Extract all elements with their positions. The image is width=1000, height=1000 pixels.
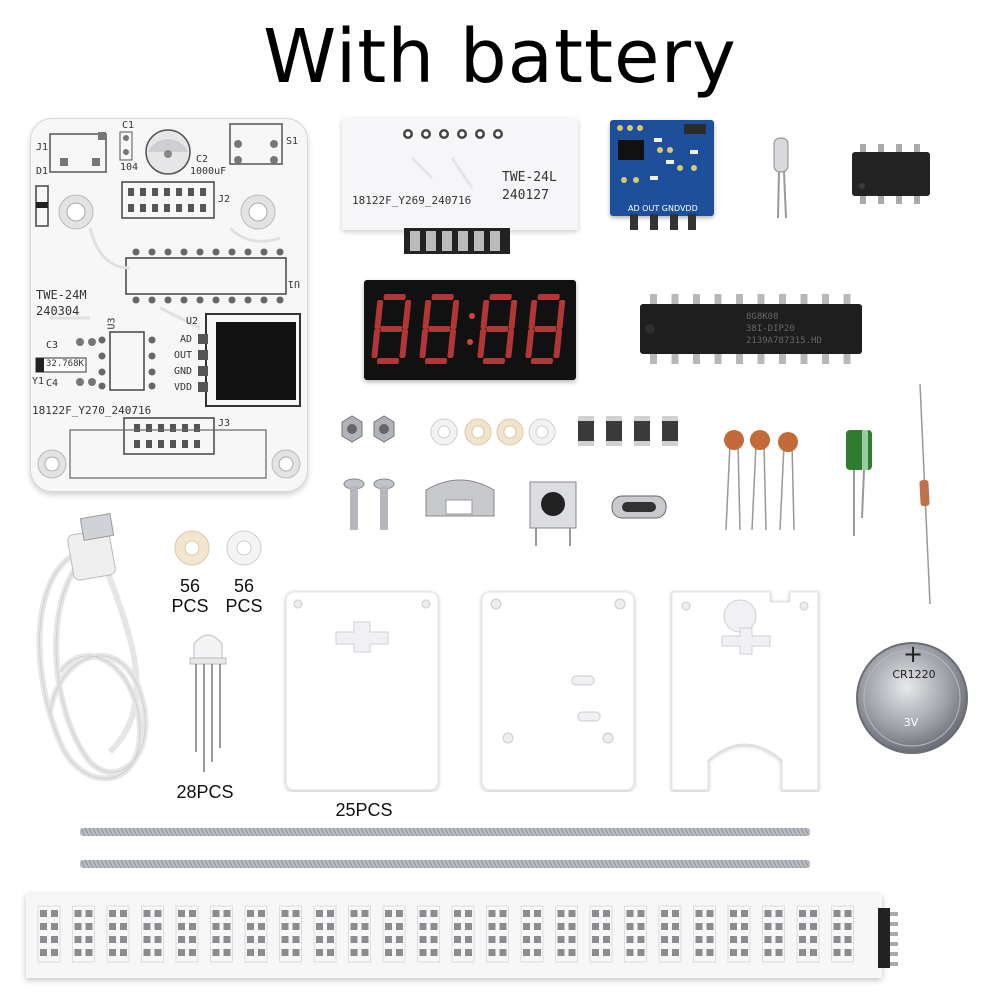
- pcb-label-u3: U3: [106, 317, 118, 330]
- small-pcb-code: 18122F_Y269_240716: [352, 194, 472, 207]
- display-digits: [371, 294, 566, 364]
- spacer-washers: [174, 530, 262, 566]
- led-pad-group: [451, 905, 475, 963]
- small-pcb-pin-header: [404, 228, 510, 254]
- led-pad-group: [313, 905, 337, 963]
- dip20-marking-1: 8G8K08: [746, 312, 779, 322]
- acrylic-panels: [285, 591, 819, 791]
- led-pad-group: [486, 905, 509, 963]
- digit-4: [525, 294, 566, 364]
- led-pad-group: [417, 905, 440, 963]
- usb-cable: [36, 512, 149, 782]
- small-pcb-date: 240127: [502, 188, 549, 203]
- acrylic-quantity: 25PCS: [335, 800, 393, 820]
- led-pad-group: [382, 905, 406, 963]
- led-pad-group: [762, 905, 785, 963]
- digit-2: [419, 294, 460, 364]
- pcb-pin-out: OUT: [174, 350, 193, 361]
- crystal-oscillator: [773, 137, 789, 219]
- sensor-pin-labels: AD OUT GNDVDD: [628, 204, 698, 213]
- pcb-footer-code: 18122F_Y270_240716: [32, 404, 152, 417]
- main-pcb-traces: [35, 123, 301, 479]
- digit-3: [477, 294, 518, 364]
- page-title: With battery: [263, 14, 737, 100]
- resistor: [919, 383, 931, 605]
- led-pad-group: [624, 905, 647, 963]
- small-pcb-model: TWE-24L: [502, 170, 557, 185]
- threaded-rods: [80, 828, 810, 868]
- led-pad-group: [37, 905, 61, 963]
- dip20-marking-3: 2139A787315.HD: [746, 336, 822, 346]
- pcb-crystal: 32.768K: [46, 359, 84, 369]
- led-pad-group: [831, 905, 854, 963]
- pcb-label-u2: U2: [186, 316, 199, 327]
- seven-segment-display: [364, 280, 576, 380]
- pcb-label-c3: C3: [46, 340, 59, 351]
- sensor-module-pins: [630, 214, 696, 230]
- pcb-label-104: 104: [120, 162, 139, 173]
- led-pad-group: [348, 905, 371, 963]
- battery-model: CR1220: [892, 668, 936, 681]
- ceramic-capacitors: [724, 430, 798, 531]
- hex-nuts: [341, 415, 395, 443]
- led-pad-group: [244, 905, 268, 963]
- colon-dot-bottom: [467, 339, 473, 345]
- battery-polarity: +: [902, 640, 924, 668]
- led-pad-group: [796, 905, 820, 963]
- dip20-chip: [640, 294, 862, 364]
- pcb-pin-gnd: GND: [174, 366, 193, 377]
- pcb-label-j2: J2: [218, 194, 231, 205]
- pcb-label-j3: J3: [218, 418, 231, 429]
- led-pad-group: [106, 905, 130, 963]
- pcb-model: TWE-24M: [36, 288, 87, 302]
- led-pad-group: [658, 905, 682, 963]
- led-pad-group: [141, 905, 164, 963]
- led-pad-group: [555, 905, 578, 963]
- pcb-label-1000uf: 1000uF: [190, 166, 227, 177]
- pcb-label-s1: S1: [286, 136, 299, 147]
- pcb-label-u1: U1: [288, 278, 301, 289]
- spacer-a-quantity: 56 PCS: [171, 576, 209, 616]
- led-pad-group: [210, 905, 233, 963]
- pcb-date: 240304: [36, 304, 80, 318]
- battery-voltage: 3V: [903, 716, 919, 729]
- electrolytic-capacitor: [846, 430, 872, 536]
- led-pad-group: [279, 905, 302, 963]
- led-strip-connector: [878, 908, 898, 968]
- led-strip-pcb: [26, 894, 882, 978]
- led-pad-group: [175, 905, 199, 963]
- pcb-label-d1: D1: [36, 166, 49, 177]
- led-quantity: 28PCS: [176, 782, 234, 802]
- sensor-module: AD OUT GNDVDD: [610, 120, 714, 216]
- led-pad-group: [589, 905, 613, 963]
- small-pcb: TWE-24L 240127 18122F_Y269_240716: [342, 118, 578, 230]
- led-pad-group: [520, 905, 544, 963]
- digit-1: [371, 294, 412, 364]
- led-strip-pads: [37, 905, 854, 963]
- dip8-chip: [852, 144, 930, 204]
- pcb-label-c1: C1: [122, 120, 135, 131]
- pcb-label-c4: C4: [46, 378, 59, 389]
- pcb-label-y1: Y1: [32, 376, 45, 387]
- led-pad-group: [693, 905, 716, 963]
- rgb-led: [189, 634, 227, 772]
- main-pcb: J1 D1 C1 104 C2 1000uF S1 J2 U1 TWE-24M …: [30, 118, 308, 492]
- pcb-pin-ad: AD: [180, 334, 193, 345]
- coin-battery: [856, 642, 968, 754]
- led-pad-group: [72, 905, 95, 963]
- dip20-marking-2: 38I-DIP20: [746, 324, 795, 334]
- pcb-label-c2: C2: [196, 154, 209, 165]
- pcb-pin-vdd: VDD: [174, 382, 193, 393]
- spacer-b-quantity: 56 PCS: [225, 576, 263, 616]
- colon-dot-top: [469, 313, 475, 319]
- hardware-parts: [341, 415, 678, 546]
- pcb-label-j1: J1: [36, 142, 49, 153]
- led-pad-group: [727, 905, 751, 963]
